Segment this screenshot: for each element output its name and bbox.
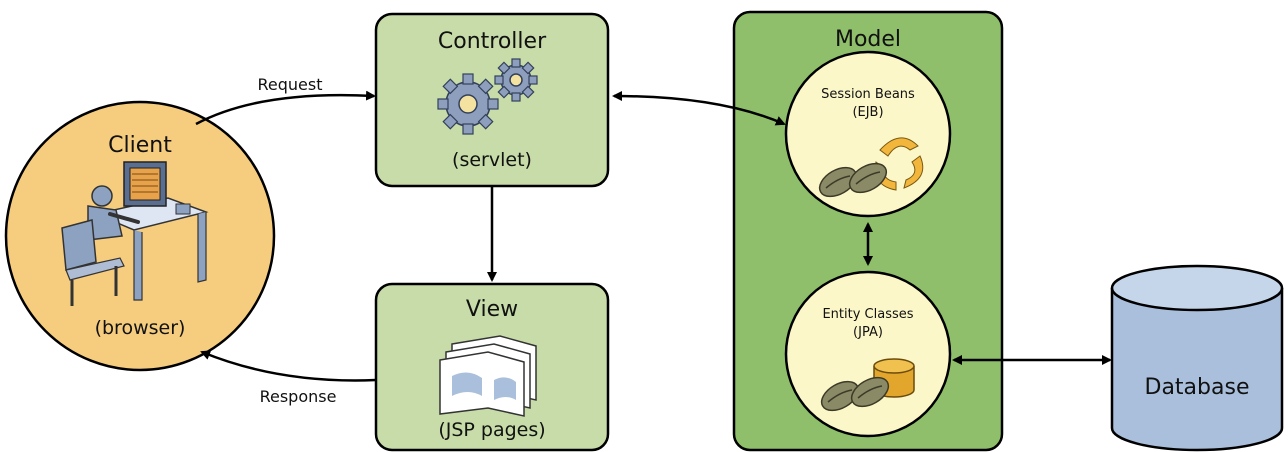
pages-icon bbox=[439, 335, 537, 417]
entity-classes-label: Entity Classes bbox=[822, 307, 913, 322]
client-title: Client bbox=[108, 133, 172, 158]
request-arrow bbox=[195, 90, 376, 126]
request-label: Request bbox=[258, 75, 323, 94]
response-label: Response bbox=[260, 387, 337, 406]
entity-classes-node: Entity Classes (JPA) bbox=[784, 270, 952, 438]
entity-classes-sublabel: (JPA) bbox=[853, 325, 883, 340]
view-title: View bbox=[466, 297, 518, 322]
computer-user-icon bbox=[61, 161, 209, 306]
beans-icon bbox=[818, 162, 888, 198]
controller-model-arrow bbox=[612, 91, 786, 126]
session-beans-node: Session Beans (EJB) bbox=[784, 50, 952, 218]
model-title: Model bbox=[835, 27, 901, 52]
beans-icon bbox=[820, 376, 890, 412]
controller-title: Controller bbox=[438, 29, 547, 54]
client-node: Client (browser) bbox=[4, 100, 276, 372]
client-subtitle: (browser) bbox=[95, 317, 186, 339]
database-label: Database bbox=[1145, 375, 1250, 400]
gears-icon bbox=[437, 58, 538, 135]
database-node: Database bbox=[1110, 264, 1284, 452]
controller-node: Controller (servlet) bbox=[374, 12, 610, 188]
view-subtitle: (JSP pages) bbox=[438, 419, 545, 441]
response-arrow bbox=[200, 350, 377, 382]
view-node: View (JSP pages) bbox=[374, 282, 610, 452]
session-beans-sublabel: (EJB) bbox=[852, 105, 883, 120]
controller-subtitle: (servlet) bbox=[452, 149, 532, 171]
session-beans-label: Session Beans bbox=[821, 87, 915, 102]
